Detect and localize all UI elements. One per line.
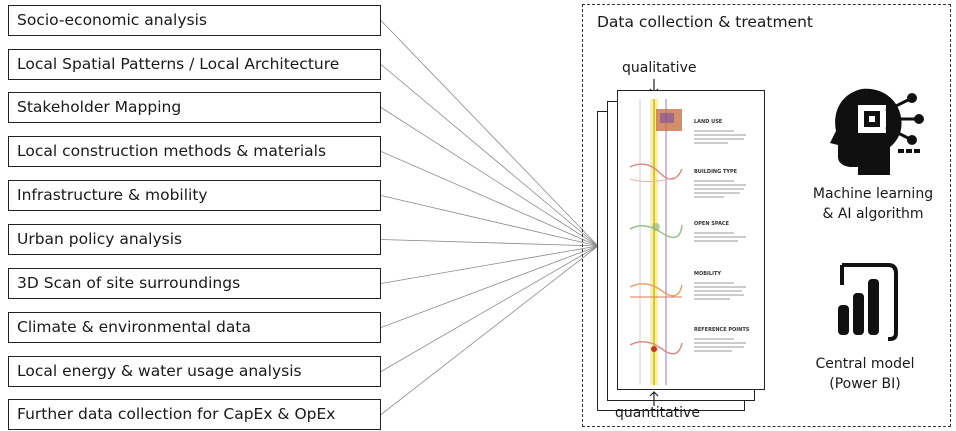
connector-line <box>380 245 599 328</box>
connector-line <box>380 239 599 247</box>
category-box-3: Stakeholder Mapping <box>8 92 381 123</box>
connector-line <box>380 107 599 247</box>
connector-line <box>380 20 599 247</box>
doc-heading-reference-points: REFERENCE POINTS <box>694 327 750 333</box>
connector-line <box>380 245 599 372</box>
category-box-9: Local energy & water usage analysis <box>8 356 381 387</box>
category-label: Stakeholder Mapping <box>17 98 182 116</box>
tool-label-line: Machine learning <box>812 186 934 202</box>
arrow-up-icon <box>649 391 659 406</box>
data-document-page: LAND USE BUILDING TYPE OPEN SPACE MOBILI… <box>617 90 765 390</box>
category-label: Local energy & water usage analysis <box>17 362 302 380</box>
category-label: Local Spatial Patterns / Local Architect… <box>17 55 340 73</box>
doc-text-lines <box>694 130 746 352</box>
category-box-2: Local Spatial Patterns / Local Architect… <box>8 49 381 80</box>
category-box-7: 3D Scan of site surroundings <box>8 268 381 299</box>
connector-line <box>380 245 599 415</box>
connector-line <box>380 195 599 247</box>
panel-title: Data collection & treatment <box>597 13 814 31</box>
connector-line <box>380 151 599 247</box>
category-label: 3D Scan of site surroundings <box>17 274 241 292</box>
doc-heading-mobility: MOBILITY <box>694 271 721 277</box>
category-label: Urban policy analysis <box>17 230 183 248</box>
document-map-thumbnail <box>629 99 683 385</box>
doc-heading-open-space: OPEN SPACE <box>694 221 730 227</box>
qualitative-label: qualitative <box>622 60 697 76</box>
category-box-8: Climate & environmental data <box>8 312 381 343</box>
machine-learning-label: Machine learning & AI algorithm <box>808 184 938 224</box>
connector-line <box>380 64 599 247</box>
category-label: Climate & environmental data <box>17 318 251 336</box>
doc-heading-building-type: BUILDING TYPE <box>694 169 738 175</box>
ai-head-circuit-icon <box>830 88 924 175</box>
tool-label-line: (Power BI) <box>829 376 901 392</box>
tool-label-line: & AI algorithm <box>822 206 924 222</box>
category-label: Further data collection for CapEx & OpEx <box>17 405 336 423</box>
category-box-10: Further data collection for CapEx & OpEx <box>8 399 381 430</box>
category-box-1: Socio-economic analysis <box>8 5 381 36</box>
central-model-label: Central model (Power BI) <box>805 354 925 394</box>
tool-label-line: Central model <box>815 356 915 372</box>
category-box-6: Urban policy analysis <box>8 224 381 255</box>
category-label: Infrastructure & mobility <box>17 186 208 204</box>
quantitative-label: quantitative <box>615 405 700 421</box>
connector-line <box>380 245 599 284</box>
category-label: Socio-economic analysis <box>17 11 207 29</box>
category-label: Local construction methods & materials <box>17 142 327 160</box>
category-box-5: Infrastructure & mobility <box>8 180 381 211</box>
category-box-4: Local construction methods & materials <box>8 136 381 167</box>
power-bi-icon <box>838 263 898 341</box>
data-collection-panel: Data collection & treatment qualitative … <box>582 4 951 427</box>
doc-heading-land-use: LAND USE <box>694 119 723 125</box>
